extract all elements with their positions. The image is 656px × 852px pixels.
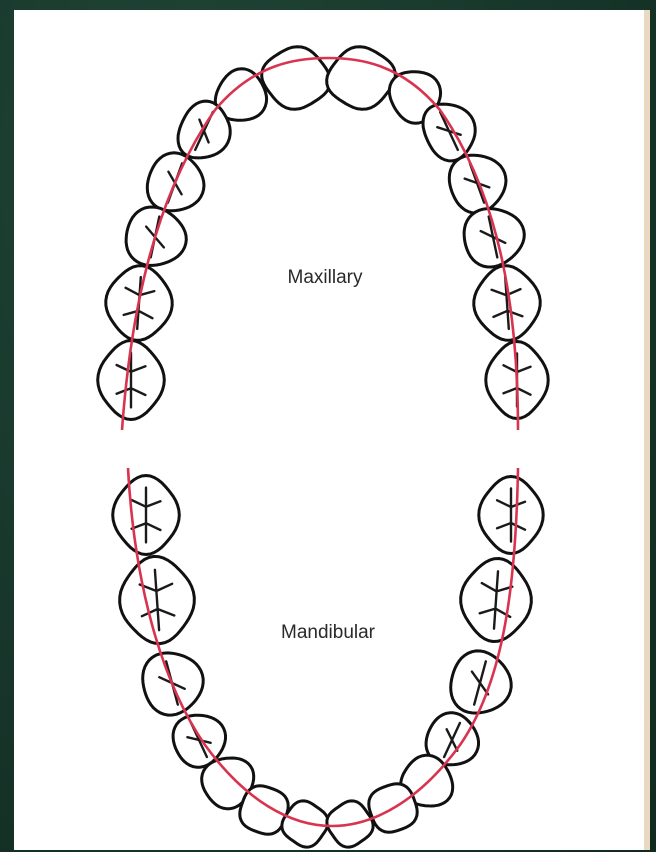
maxillary-tooth-2 xyxy=(327,47,396,110)
mandibular-teeth xyxy=(113,476,544,848)
mandibular-label: Mandibular xyxy=(281,622,376,643)
maxillary-tooth-1 xyxy=(262,47,331,110)
maxillary-teeth xyxy=(98,47,549,420)
maxillary-label: Maxillary xyxy=(288,267,363,288)
mandibular-arch-line xyxy=(128,468,518,826)
